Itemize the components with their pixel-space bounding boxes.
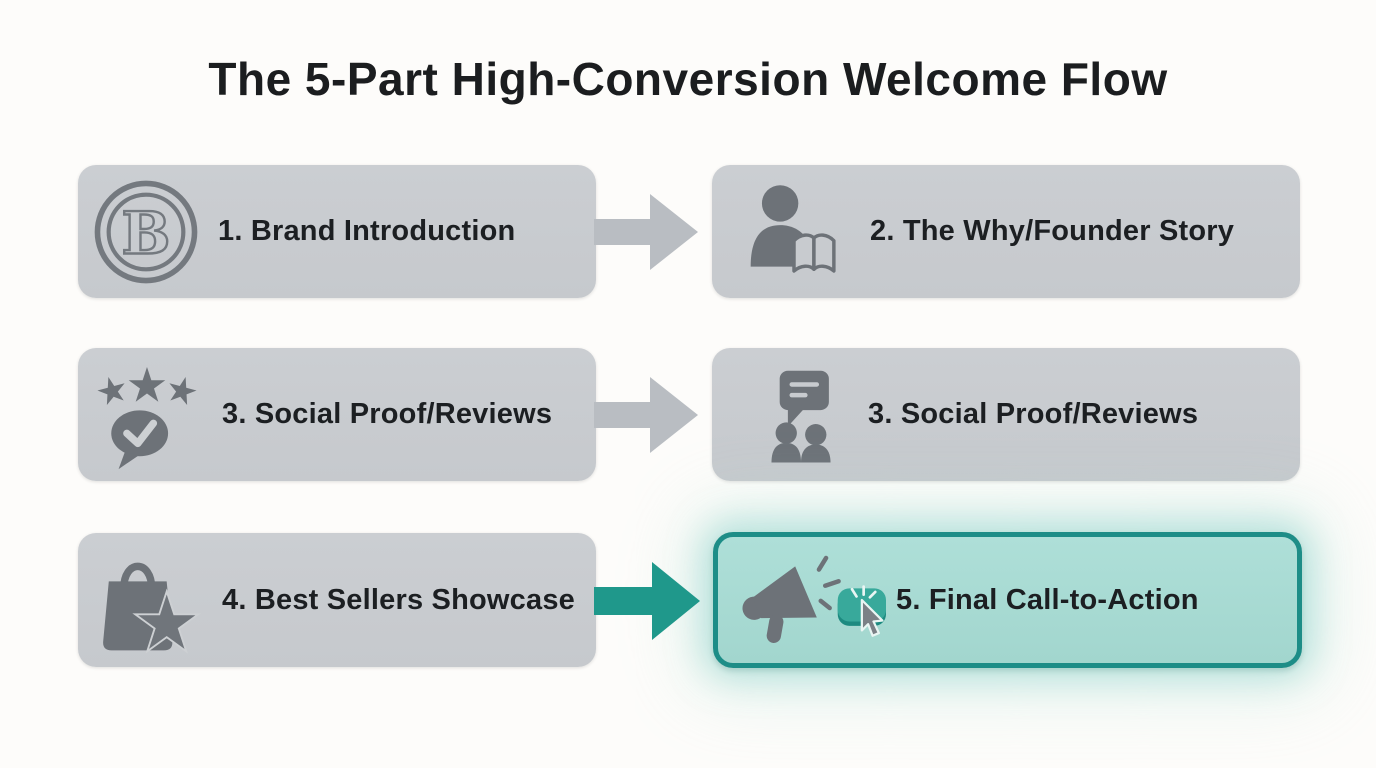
brand-logo-icon: B — [94, 180, 198, 283]
svg-text:★: ★ — [126, 359, 169, 413]
step-label: 2. The Why/Founder Story — [870, 215, 1235, 247]
step-box-final-cta: 5. Final Call-to-Action — [713, 532, 1302, 668]
step-label: 3. Social Proof/Reviews — [868, 398, 1199, 430]
step-box-founder-story: 2. The Why/Founder Story — [712, 165, 1300, 298]
step-label: 3. Social Proof/Reviews — [222, 398, 553, 430]
svg-text:★: ★ — [133, 580, 200, 656]
community-chat-icon — [771, 370, 831, 463]
step-box-social-proof-left: ★ ★ ★ 3. Social Proof/Reviews — [78, 348, 596, 481]
step-box-best-sellers: ★ 4. Best Sellers Showcase — [78, 533, 596, 667]
svg-text:B: B — [122, 199, 171, 267]
step-box-social-proof-right: 3. Social Proof/Reviews — [712, 348, 1300, 481]
flow-arrow-row3-highlight — [594, 562, 700, 640]
step-box-brand-introduction: B 1. Brand Introduction — [78, 165, 596, 298]
step-label: 1. Brand Introduction — [218, 215, 516, 247]
shopping-bag-star-icon: ★ — [103, 562, 202, 656]
stars-review-bubble-icon: ★ ★ ★ — [92, 359, 202, 469]
step-label: 5. Final Call-to-Action — [896, 583, 1199, 616]
page-title: The 5-Part High-Conversion Welcome Flow — [208, 53, 1168, 105]
flow-arrow-row2 — [594, 377, 698, 453]
person-reading-book-icon — [750, 184, 836, 273]
megaphone-cta-button-icon — [742, 555, 886, 643]
flow-arrow-row1 — [594, 194, 698, 270]
step-label: 4. Best Sellers Showcase — [222, 583, 575, 616]
